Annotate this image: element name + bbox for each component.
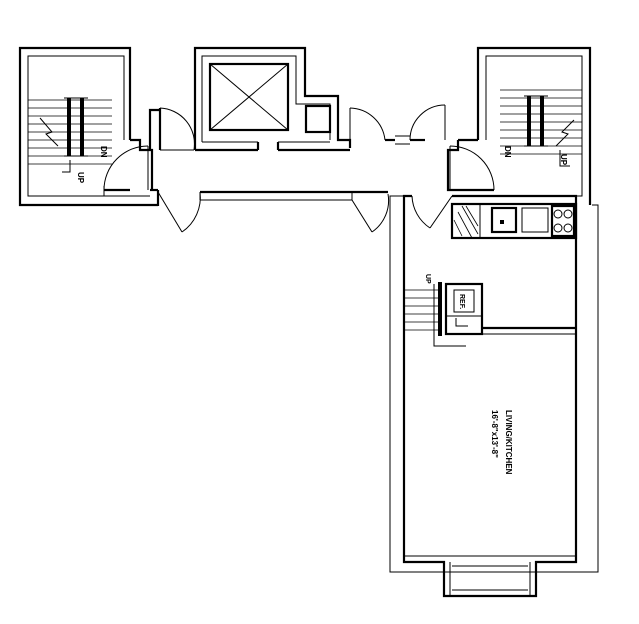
corridor bbox=[103, 108, 425, 206]
stairwell-right-door bbox=[449, 145, 495, 191]
right-stair-rail bbox=[527, 96, 531, 146]
corridor-door-lower-left bbox=[157, 191, 201, 233]
cooktop bbox=[550, 204, 576, 238]
mechanical-chase bbox=[304, 104, 332, 134]
room-name-label: LIVING/KITCHEN bbox=[504, 410, 513, 475]
unit-stair: UP bbox=[404, 274, 484, 347]
left-stair-up-label: UP bbox=[76, 172, 85, 184]
left-stair-arrow bbox=[62, 160, 71, 173]
elevator-shaft bbox=[208, 62, 290, 132]
left-stair-down-label: DN bbox=[99, 146, 108, 158]
refrigerator-label: REF. bbox=[458, 294, 465, 309]
corridor-door-upper-left bbox=[159, 107, 195, 151]
right-stairwell: DN UP bbox=[446, 46, 592, 205]
apartment-unit bbox=[389, 194, 599, 598]
right-stair-rail bbox=[540, 96, 544, 146]
stairwell-left-door bbox=[103, 145, 149, 191]
dishwasher bbox=[521, 207, 549, 233]
corridor-door-lower-mid bbox=[351, 193, 390, 233]
right-stair-break-line bbox=[555, 119, 575, 147]
right-stair-arrow bbox=[559, 150, 570, 167]
refrigerator: REF. bbox=[453, 289, 475, 313]
apartment-entry-door bbox=[411, 195, 453, 229]
right-stair-down-label: DN bbox=[503, 146, 512, 158]
kitchen-counter bbox=[450, 202, 578, 240]
corridor-door-upper-mid bbox=[349, 107, 386, 141]
left-stairwell: UP DN bbox=[18, 46, 158, 207]
right-stair-up-label: UP bbox=[559, 154, 568, 166]
corridor-door-upper-right bbox=[409, 104, 446, 141]
left-stair-rail bbox=[80, 98, 84, 156]
elevator-core bbox=[193, 46, 352, 152]
left-stair-rail bbox=[67, 98, 71, 156]
room-size-label: 16'-8"x13'-8" bbox=[490, 410, 499, 458]
kitchen-sink bbox=[490, 206, 518, 234]
left-stair-break-line bbox=[39, 117, 59, 147]
unit-stair-up-label: UP bbox=[424, 274, 431, 284]
